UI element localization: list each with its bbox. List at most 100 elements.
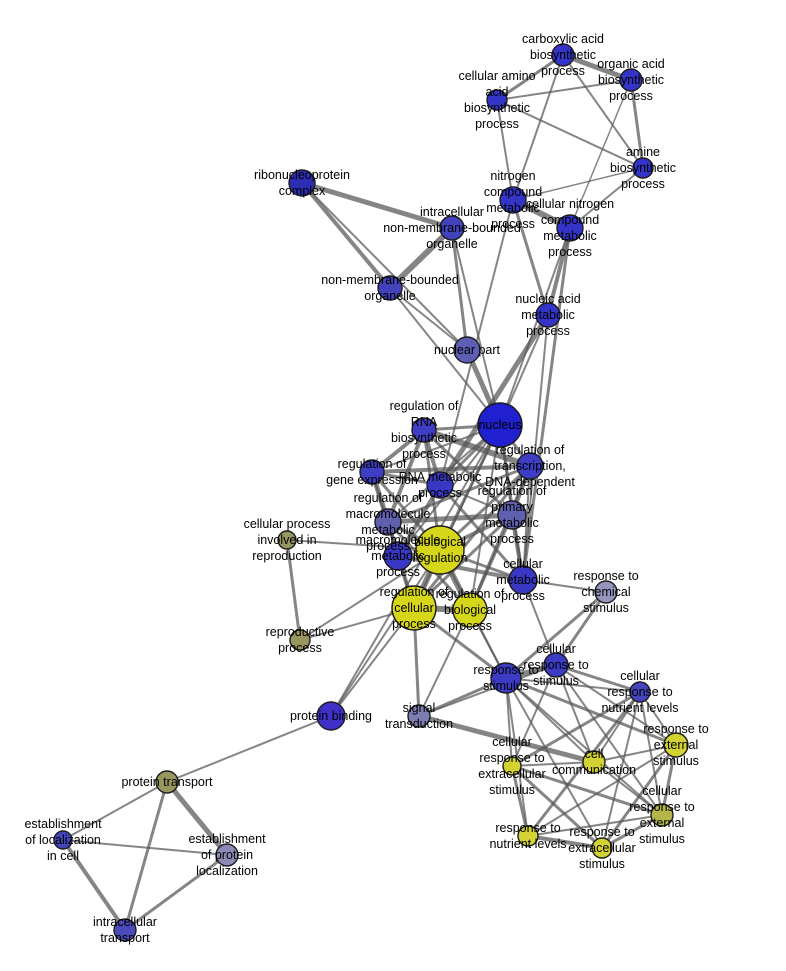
edge-protein-binding--protein-transport — [166, 715, 332, 783]
edge-establishment-of-localization-in-cell--establishment-of-protein-localization — [62, 839, 228, 856]
edge-intracellular-non-membrane-bounded-organelle--nuclear-part — [450, 226, 469, 352]
node-cellular-response-to-extracellular-stimulus[interactable] — [502, 756, 522, 776]
edge-response-to-stimulus--response-to-nutrient-levels — [505, 677, 529, 837]
node-cellular-nitrogen-compound-metabolic-process[interactable] — [556, 214, 584, 242]
edge-response-to-stimulus--cellular-response-to-external-stimulus — [505, 677, 663, 816]
node-carboxylic-acid-biosynthetic-process[interactable] — [551, 43, 575, 67]
edge-cellular-response-to-stimulus--response-to-chemical-stimulus — [554, 590, 608, 667]
node-cellular-response-to-nutrient-levels[interactable] — [629, 681, 651, 703]
node-cellular-response-to-external-stimulus[interactable] — [650, 803, 674, 827]
node-regulation-of-rna-biosynthetic-process[interactable] — [411, 417, 437, 443]
node-cell-communication[interactable] — [582, 750, 606, 774]
edge-protein-transport--intracellular-transport — [123, 780, 169, 932]
edge-establishment-of-localization-in-cell--intracellular-transport — [61, 838, 127, 932]
edge-regulation-of-rna-biosynthetic-process--regulation-of-transcription-dna-dependent — [421, 427, 533, 469]
edge-nucleus--regulation-of-gene-expression — [371, 424, 501, 473]
node-regulation-of-macromolecule-metabolic-process[interactable] — [374, 508, 402, 536]
node-response-to-nutrient-levels[interactable] — [517, 825, 539, 847]
edge-regulation-of-transcription-dna-dependent--cellular-metabolic-process — [522, 465, 531, 581]
node-response-to-chemical-stimulus[interactable] — [594, 580, 618, 604]
edge-intracellular-non-membrane-bounded-organelle--nucleus — [451, 227, 501, 426]
node-organic-acid-biosynthetic-process[interactable] — [619, 68, 643, 92]
node-cellular-process-involved-in-reproduction[interactable] — [277, 530, 297, 550]
node-protein-transport[interactable] — [155, 770, 179, 794]
node-response-to-stimulus[interactable] — [490, 662, 522, 694]
edge-cellular-response-to-nutrient-levels--cellular-response-to-external-stimulus — [639, 691, 663, 816]
edge-cellular-nitrogen-compound-metabolic-process--nucleus — [499, 227, 571, 426]
edge-response-to-stimulus--signal-transduction — [417, 676, 508, 718]
node-rna-metabolic-process[interactable] — [426, 471, 454, 499]
edge-regulation-of-primary-metabolic-process--regulation-of-macromolecule-metabolic-process — [385, 512, 515, 525]
node-signal-transduction[interactable] — [407, 704, 431, 728]
edge-cellular-response-to-extracellular-stimulus--response-to-nutrient-levels — [510, 764, 530, 838]
edge-carboxylic-acid-biosynthetic-process--cellular-amino-acid-biosynthetic-process — [495, 53, 565, 102]
edge-rna-metabolic-process--cellular-metabolic-process — [438, 483, 525, 582]
node-intracellular-non-membrane-bounded-organelle[interactable] — [439, 215, 465, 241]
node-nitrogen-compound-metabolic-process[interactable] — [499, 186, 527, 214]
node-cellular-metabolic-process[interactable] — [508, 565, 538, 595]
node-ribonucleoprotein-complex[interactable] — [288, 169, 316, 197]
edge-ribonucleoprotein-complex--non-membrane-bounded-organelle — [300, 181, 392, 290]
edge-response-to-external-stimulus--cell-communication — [593, 744, 677, 763]
node-regulation-of-primary-metabolic-process[interactable] — [497, 500, 527, 530]
edge-cellular-nitrogen-compound-metabolic-process--nucleic-acid-metabolic-process — [546, 226, 572, 317]
edge-nitrogen-compound-metabolic-process--nucleic-acid-metabolic-process — [511, 198, 550, 317]
edge-cellular-response-to-extracellular-stimulus--response-to-extracellular-stimulus — [510, 764, 604, 850]
edge-layer — [61, 52, 678, 932]
edge-cellular-amino-acid-biosynthetic-process--amine-biosynthetic-process — [496, 99, 644, 169]
edge-cellular-response-to-extracellular-stimulus--cellular-response-to-external-stimulus — [510, 764, 664, 817]
edge-protein-transport--establishment-of-protein-localization — [164, 779, 230, 858]
node-regulation-of-gene-expression[interactable] — [359, 459, 385, 485]
node-nucleus[interactable] — [477, 402, 523, 448]
edge-regulation-of-transcription-dna-dependent--regulation-of-macromolecule-metabolic-process — [386, 464, 532, 524]
node-amine-biosynthetic-process[interactable] — [632, 157, 654, 179]
edge-cellular-response-to-stimulus--cell-communication — [555, 664, 595, 763]
node-regulation-of-biological-process[interactable] — [452, 592, 488, 628]
edge-protein-transport--establishment-of-localization-in-cell — [62, 781, 168, 841]
node-protein-binding[interactable] — [316, 701, 346, 731]
edge-cellular-response-to-extracellular-stimulus--cell-communication — [511, 761, 595, 767]
node-nucleic-acid-metabolic-process[interactable] — [535, 302, 561, 328]
node-establishment-of-localization-in-cell[interactable] — [53, 830, 73, 850]
edge-intracellular-non-membrane-bounded-organelle--non-membrane-bounded-organelle — [387, 225, 455, 291]
edge-regulation-of-rna-biosynthetic-process--regulation-of-macromolecule-metabolic-process — [386, 428, 426, 524]
node-biological-regulation[interactable] — [415, 525, 465, 575]
edge-regulation-of-rna-biosynthetic-process--regulation-of-primary-metabolic-process — [422, 428, 514, 517]
edge-nucleic-acid-metabolic-process--cellular-metabolic-process — [522, 314, 549, 581]
edge-cellular-nitrogen-compound-metabolic-process--cellular-metabolic-process — [521, 226, 572, 582]
edge-cell-communication--cellular-response-to-external-stimulus — [593, 761, 663, 816]
edge-carboxylic-acid-biosynthetic-process--organic-acid-biosynthetic-process — [560, 52, 634, 83]
edge-cellular-response-to-nutrient-levels--cellular-response-to-extracellular-stimulus — [510, 690, 642, 768]
node-cellular-amino-acid-biosynthetic-process[interactable] — [486, 89, 508, 111]
edge-amine-biosynthetic-process--nitrogen-compound-metabolic-process — [512, 167, 644, 201]
edge-ribonucleoprotein-complex--nuclear-part — [301, 182, 468, 351]
node-cellular-response-to-stimulus[interactable] — [543, 652, 569, 678]
edge-response-to-external-stimulus--response-to-nutrient-levels — [527, 744, 677, 837]
edge-carboxylic-acid-biosynthetic-process--nitrogen-compound-metabolic-process — [512, 54, 564, 201]
edge-cellular-response-to-stimulus--cellular-response-to-nutrient-levels — [554, 663, 642, 694]
node-response-to-external-stimulus[interactable] — [663, 732, 689, 758]
edge-biological-regulation--protein-binding — [330, 549, 441, 717]
node-intracellular-transport[interactable] — [113, 918, 137, 942]
node-reproductive-process[interactable] — [289, 629, 311, 651]
node-layer — [53, 43, 689, 942]
edge-establishment-of-protein-localization--intracellular-transport — [123, 853, 229, 932]
edge-regulation-of-transcription-dna-dependent--regulation-of-cellular-process — [412, 464, 532, 610]
node-nuclear-part[interactable] — [453, 336, 481, 364]
edge-cellular-metabolic-process--cellular-response-to-stimulus — [522, 579, 557, 666]
edge-organic-acid-biosynthetic-process--cellular-nitrogen-compound-metabolic-process — [569, 79, 632, 229]
node-regulation-of-cellular-process[interactable] — [391, 585, 437, 631]
node-establishment-of-protein-localization[interactable] — [215, 843, 239, 867]
edge-regulation-of-transcription-dna-dependent--regulation-of-gene-expression — [370, 464, 532, 474]
node-macromolecule-metabolic-process[interactable] — [383, 541, 413, 571]
edge-signal-transduction--cell-communication — [416, 713, 597, 765]
node-non-membrane-bounded-organelle[interactable] — [377, 275, 403, 301]
node-response-to-extracellular-stimulus[interactable] — [591, 837, 613, 859]
edge-amine-biosynthetic-process--cellular-nitrogen-compound-metabolic-process — [569, 167, 644, 229]
edge-non-membrane-bounded-organelle--nuclear-part — [389, 287, 468, 351]
node-regulation-of-transcription-dna-dependent[interactable] — [516, 452, 544, 480]
edge-cellular-process-involved-in-reproduction--reproductive-process — [285, 538, 302, 642]
